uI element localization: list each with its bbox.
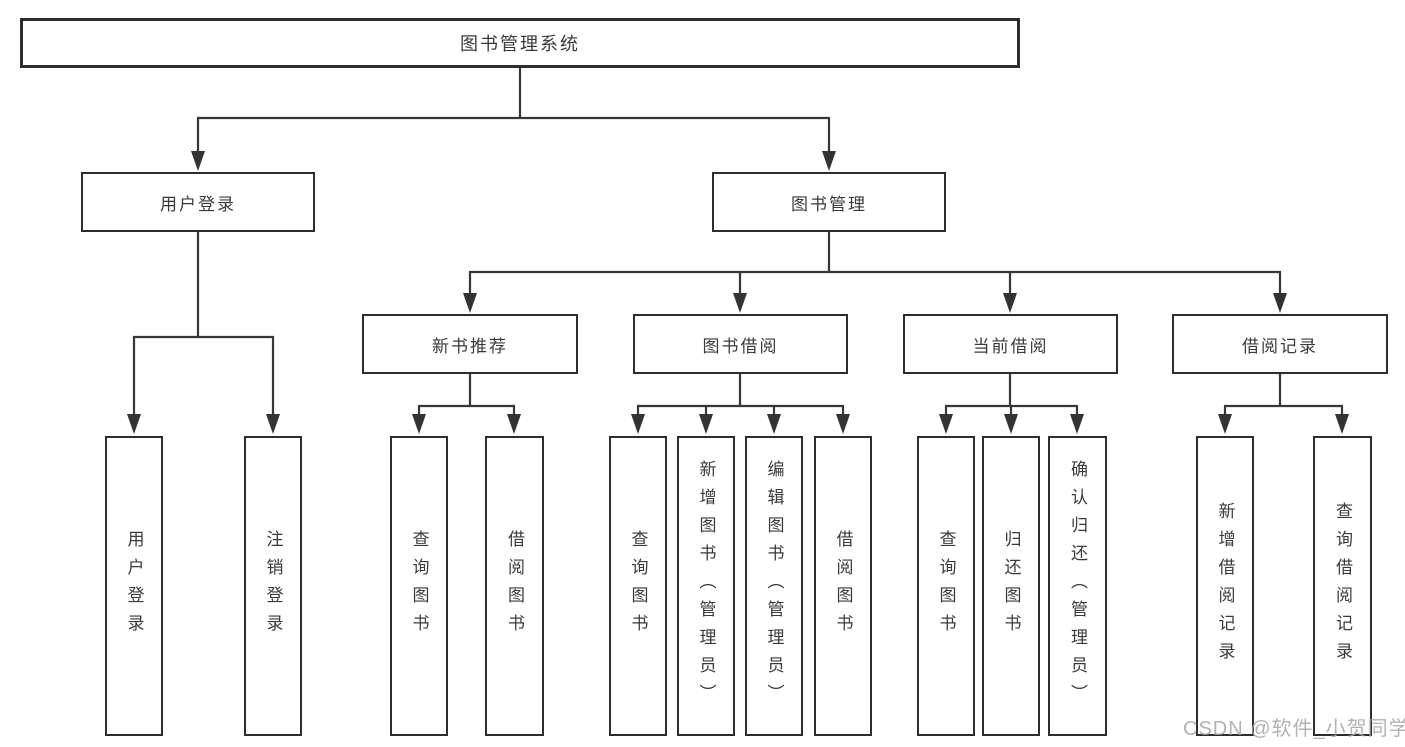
node-label: 查询图书 [628, 530, 648, 642]
arrowhead [266, 414, 280, 434]
connector-book-borrow [631, 374, 850, 434]
node-label: 用户登录 [160, 194, 236, 214]
arrowhead [127, 414, 141, 434]
arrowhead [1004, 414, 1018, 434]
node-label: 归还图书 [1001, 530, 1021, 642]
arrowhead [939, 414, 953, 434]
node-label: 借阅图书 [505, 530, 524, 642]
connector-user-login [127, 232, 280, 434]
arrowhead [767, 414, 781, 434]
node-borrow-records: 借阅记录 [1172, 314, 1388, 374]
node-label: 借阅记录 [1242, 336, 1318, 356]
arrowhead [1070, 414, 1084, 434]
node-label: 新增图书（管理员） [696, 460, 716, 712]
leaf-user-login: 用户登录 [105, 436, 163, 736]
node-label: 编辑图书（管理员） [764, 460, 784, 712]
node-current-borrow: 当前借阅 [903, 314, 1118, 374]
connector-new-book-recommend [412, 374, 521, 434]
arrowhead [412, 414, 426, 434]
node-label: 查询图书 [936, 530, 956, 642]
node-label: 图书借阅 [702, 336, 779, 356]
arrowhead [733, 293, 747, 313]
node-book-management: 图书管理 [712, 172, 946, 232]
connector-current-borrow [939, 374, 1084, 434]
node-new-book-recommend: 新书推荐 [362, 314, 578, 374]
node-label: 注销登录 [263, 530, 283, 642]
arrowhead [1218, 414, 1232, 434]
arrowhead [1003, 293, 1017, 313]
leaf-edit-book-admin: 编辑图书（管理员） [745, 436, 803, 736]
arrowhead [191, 151, 205, 171]
arrowhead [836, 414, 850, 434]
leaf-borrow-books-1: 借阅图书 [485, 436, 544, 736]
arrowhead [631, 414, 645, 434]
arrowhead [463, 293, 477, 313]
node-label: 图书管理 [791, 194, 867, 214]
arrowhead [1273, 293, 1287, 313]
node-label: 确认归还（管理员） [1068, 460, 1087, 712]
node-label: 新书推荐 [432, 336, 508, 356]
node-root: 图书管理系统 [20, 18, 1020, 68]
arrowhead [699, 414, 713, 434]
leaf-confirm-return-admin: 确认归还（管理员） [1048, 436, 1107, 736]
node-user-login: 用户登录 [81, 172, 315, 232]
leaf-query-borrow-record: 查询借阅记录 [1313, 436, 1372, 736]
arrowhead [1335, 414, 1349, 434]
leaf-add-borrow-record: 新增借阅记录 [1196, 436, 1254, 736]
node-label: 查询图书 [409, 530, 429, 642]
node-label: 当前借阅 [972, 336, 1049, 356]
leaf-query-books-2: 查询图书 [609, 436, 667, 736]
node-label: 用户登录 [124, 530, 144, 642]
node-label: 新增借阅记录 [1215, 502, 1235, 670]
node-label: 图书管理系统 [460, 34, 580, 54]
connector-book-management [463, 232, 1287, 313]
leaf-query-books-3: 查询图书 [917, 436, 975, 736]
arrowhead [507, 414, 521, 434]
arrowhead [822, 151, 836, 171]
leaf-logout: 注销登录 [244, 436, 302, 736]
leaf-add-book-admin: 新增图书（管理员） [677, 436, 735, 736]
connector-root-to-level2 [191, 68, 836, 171]
connector-borrow-records [1218, 374, 1349, 434]
leaf-borrow-books-2: 借阅图书 [814, 436, 872, 736]
leaf-return-book: 归还图书 [982, 436, 1040, 736]
node-label: 查询借阅记录 [1333, 502, 1352, 670]
node-label: 借阅图书 [833, 530, 853, 642]
leaf-query-books-1: 查询图书 [390, 436, 448, 736]
node-book-borrow: 图书借阅 [633, 314, 848, 374]
csdn-watermark: CSDN @软件_小贺同学 [1183, 718, 1405, 740]
